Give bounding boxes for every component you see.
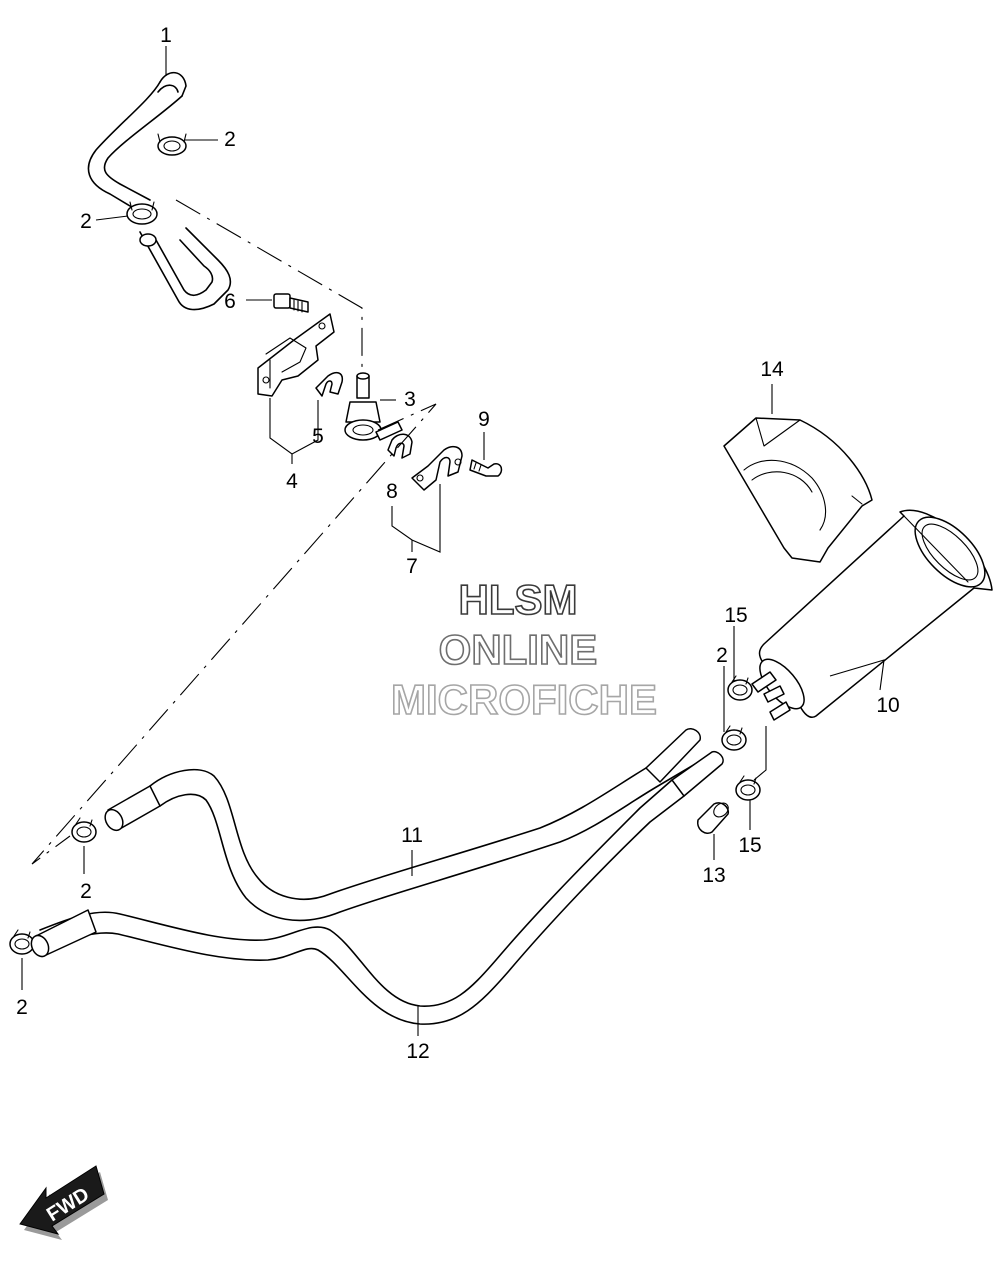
callout-2-b: 2 <box>80 210 92 233</box>
valve-part-3[interactable] <box>344 372 403 441</box>
clamp-part-15-a[interactable] <box>727 675 753 701</box>
callout-11: 11 <box>401 824 423 847</box>
clamp-part-2-d[interactable] <box>9 929 35 955</box>
fwd-arrow-icon: FWD <box>19 1165 108 1240</box>
hose-part-12[interactable] <box>28 750 724 1025</box>
clip-part-5[interactable] <box>315 371 344 397</box>
callout-14: 14 <box>760 358 784 381</box>
bolt-part-6[interactable] <box>273 293 309 313</box>
watermark-line-2: ONLINE <box>439 626 598 673</box>
clamp-part-15-b[interactable] <box>735 775 761 801</box>
cover-part-14[interactable] <box>723 417 873 563</box>
callout-8: 8 <box>386 480 398 503</box>
clamp-part-2-c[interactable] <box>71 817 97 843</box>
callout-15-b: 15 <box>738 834 761 857</box>
hose-part-1[interactable] <box>87 71 232 311</box>
clamp-part-2-a[interactable] <box>157 133 187 156</box>
callout-7: 7 <box>406 555 418 578</box>
canister-part-10[interactable] <box>751 505 997 721</box>
clamp-part-2-e[interactable] <box>721 725 747 751</box>
callout-9: 9 <box>478 408 490 431</box>
bracket-part-4[interactable] <box>257 313 335 397</box>
callout-3: 3 <box>404 388 416 411</box>
hose-part-13[interactable] <box>697 800 731 834</box>
callout-12: 12 <box>406 1040 429 1063</box>
callout-15-a: 15 <box>724 604 747 627</box>
watermark-line-1: HLSM <box>459 576 578 623</box>
callout-10: 10 <box>876 694 899 717</box>
holder-part-7[interactable] <box>411 445 463 491</box>
hose-part-11[interactable] <box>102 728 703 922</box>
callout-2-a: 2 <box>224 128 236 151</box>
callout-5: 5 <box>312 425 324 448</box>
callout-4: 4 <box>286 470 298 493</box>
watermark-line-3: MICROFICHE <box>391 676 657 723</box>
callout-2-e: 2 <box>716 644 728 667</box>
callout-1: 1 <box>160 24 172 47</box>
callout-2-d: 2 <box>16 996 28 1019</box>
callout-2-c: 2 <box>80 880 92 903</box>
callout-6: 6 <box>224 290 236 313</box>
clip-part-8[interactable] <box>387 433 413 459</box>
callout-13: 13 <box>702 864 725 887</box>
screw-part-9[interactable] <box>469 459 503 477</box>
clamp-part-2-b[interactable] <box>126 201 158 225</box>
